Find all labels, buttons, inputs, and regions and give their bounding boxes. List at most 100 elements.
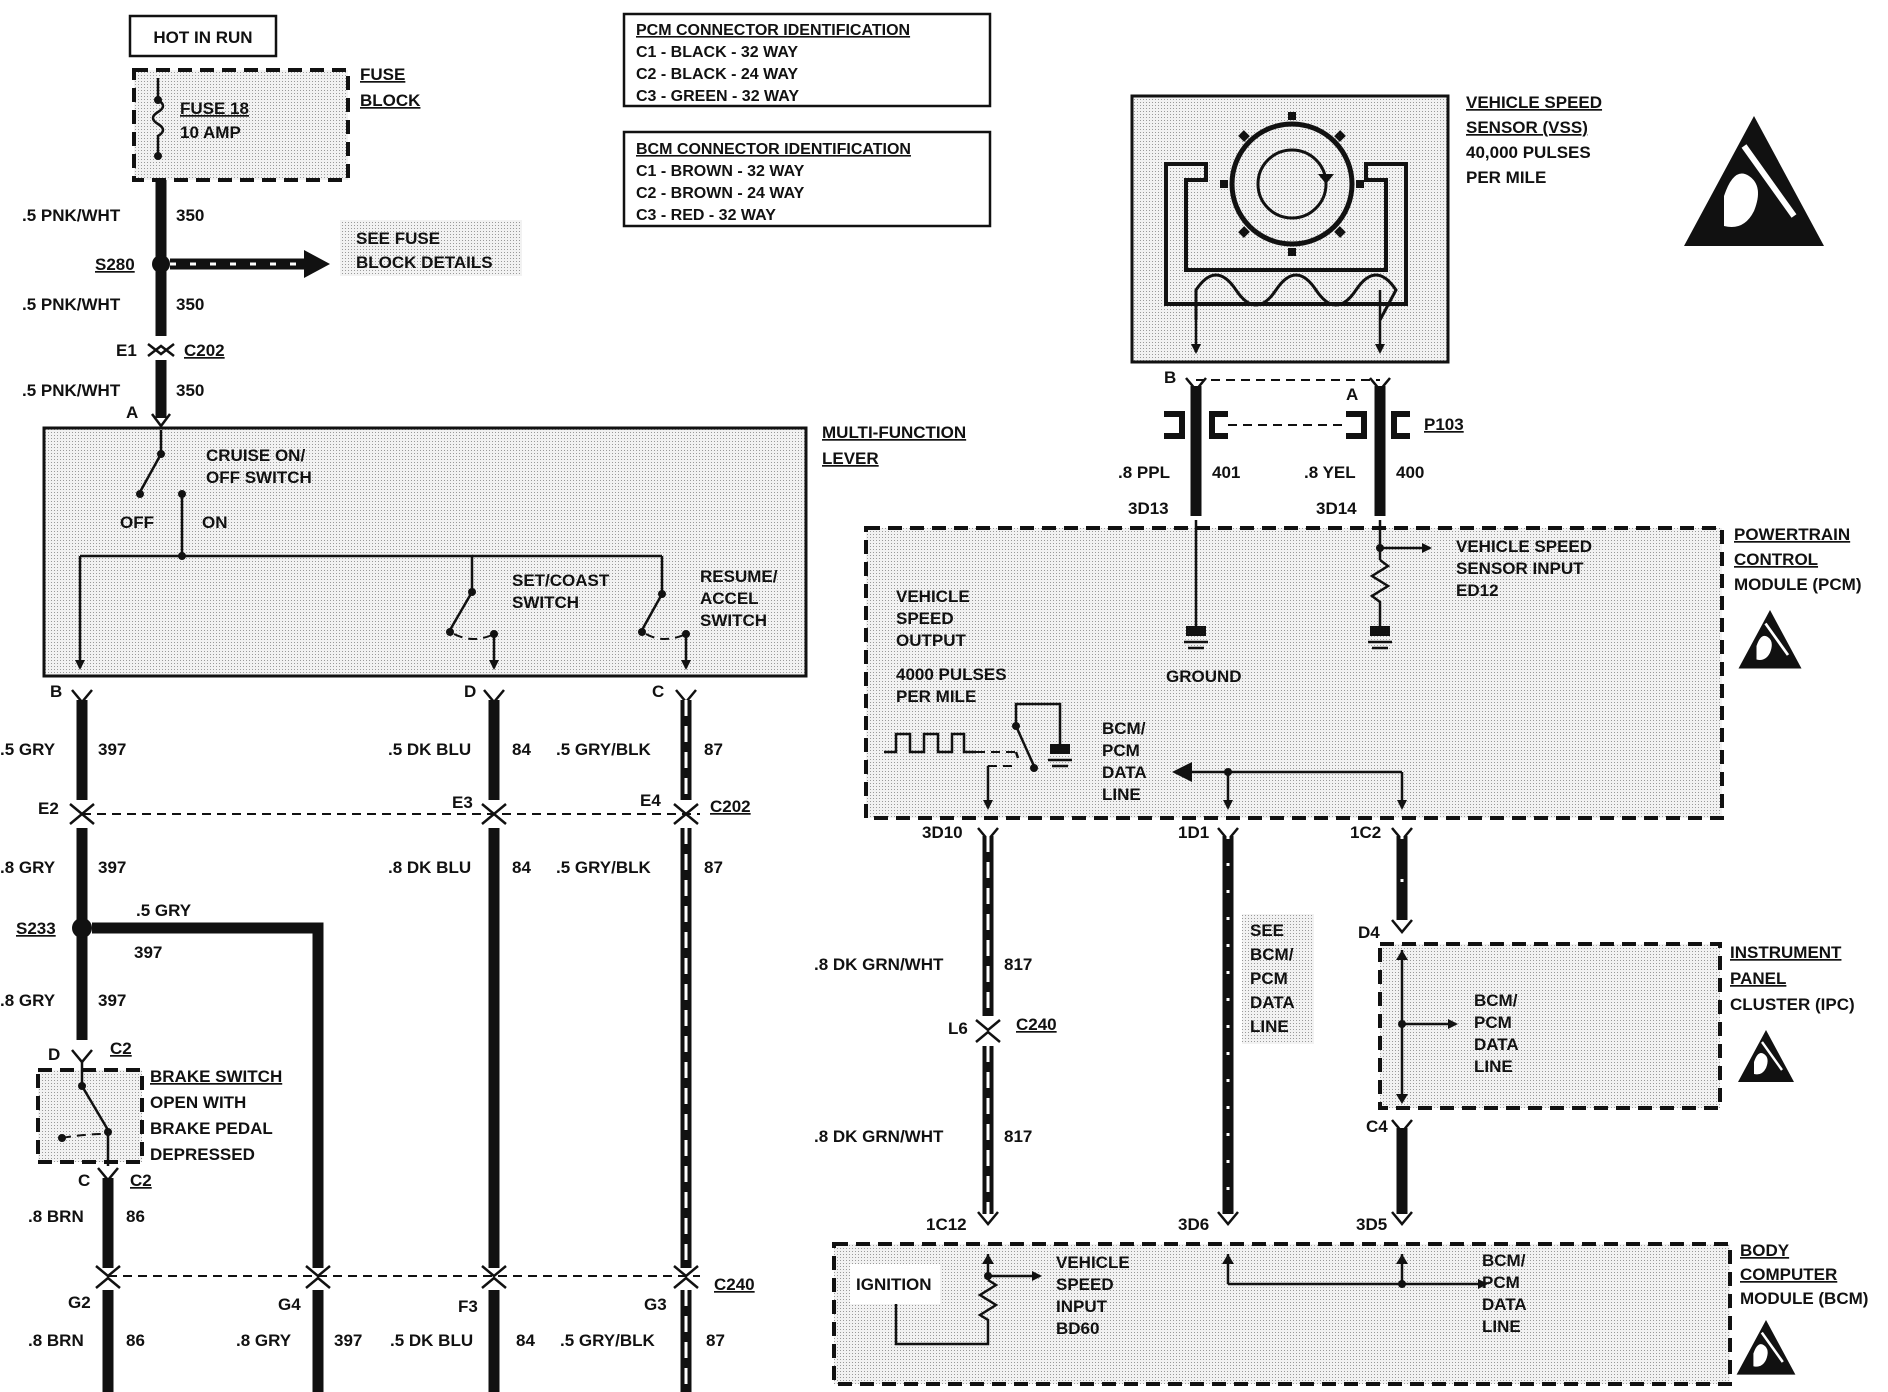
fuse-block-label-2: BLOCK [360,91,421,110]
brake-label-1: BRAKE SWITCH [150,1067,282,1086]
pcm-label-2: CONTROL [1734,550,1818,569]
s233-label: S233 [16,919,56,938]
pin-a-label: A [126,403,138,422]
wire-87-circ-1: 87 [704,740,723,759]
ipc-data-label-4: LINE [1474,1057,1513,1076]
wire-817-size-2: .8 DK GRN/WHT [814,1127,944,1146]
cruise-label-1: CRUISE ON/ [206,446,305,465]
e2-label: E2 [38,799,59,818]
wire-350-size-1: .5 PNK/WHT [22,206,121,225]
fuse-amp: 10 AMP [180,123,241,142]
wire-87-circ-2: 87 [704,858,723,877]
brake-pin-c: C [78,1171,90,1190]
pin-1d1: 1D1 [1178,823,1209,842]
pcm-id-2: C2 - BLACK - 24 WAY [636,66,798,83]
wire-397-circ-2: 397 [98,858,126,877]
see-data-3: PCM [1250,969,1288,988]
cruise-switch-blade [138,453,163,493]
see-data-4: DATA [1250,993,1295,1012]
resume-label-1: RESUME/ [700,567,778,586]
pcm-id-1: C1 - BLACK - 32 WAY [636,44,798,61]
c202-e1-connector [147,343,175,357]
brake-switch-box [36,1068,144,1164]
ipc-box [1378,942,1722,1110]
ipc-label-3: CLUSTER (IPC) [1730,995,1855,1014]
bcm-vss-resistor [977,1278,999,1330]
vss-pin-a: A [1346,385,1358,404]
pin-3d6: 3D6 [1178,1215,1209,1234]
wire-401-size: .8 PPL [1118,463,1170,482]
pin-c4: C4 [1366,1117,1388,1136]
wire-397-branch [92,922,324,1268]
c202-label-2: C202 [710,797,751,816]
wire-84-circ-1: 84 [512,740,531,759]
vso-switch-blade [1014,725,1036,767]
vso-label-5: PER MILE [896,687,976,706]
see-data-2: BCM/ [1250,945,1294,964]
bcm-label-1: BODY [1740,1241,1790,1260]
ipc-data-label-3: DATA [1474,1035,1519,1054]
pulse-waveform-icon [884,732,976,754]
wire-400-size: .8 YEL [1304,463,1356,482]
ipc-label-1: INSTRUMENT [1730,943,1842,962]
bcm-label-2: COMPUTER [1740,1265,1837,1284]
fuse-symbol [151,78,165,158]
fuse-block-box [132,68,350,182]
bcm-esd-icon [1735,1318,1797,1376]
wire-86-size-1: .8 BRN [28,1207,84,1226]
wire-86-circ-2: 86 [126,1331,145,1350]
s280-splice [152,255,170,273]
pcm-connector-id-box [622,12,992,108]
vso-label-3: OUTPUT [896,631,967,650]
hot-in-run-box [128,14,278,58]
pin-1c12: 1C12 [926,1215,967,1234]
resume-label-2: ACCEL [700,589,759,608]
vss-label-3: 40,000 PULSES [1466,143,1591,162]
wire-817-circ-2: 817 [1004,1127,1032,1146]
wire-84-circ-2: 84 [512,858,531,877]
g4-label: G4 [278,1295,301,1314]
see-fuse-2: BLOCK DETAILS [356,253,493,272]
e3-label: E3 [452,793,473,812]
vss-reluctor-icon [1229,121,1355,247]
bcm-connector-id-box [622,130,992,228]
pin-c-label: C [652,682,664,701]
bcm-id-2: C2 - BROWN - 24 WAY [636,185,805,202]
ignition-label: IGNITION [856,1275,932,1294]
vss-input-resistor [1369,559,1391,626]
pcm-data-label-3: DATA [1102,763,1147,782]
mfl-label-2: LEVER [822,449,879,468]
pcm-data-label-2: PCM [1102,741,1140,760]
brake-label-3: BRAKE PEDAL [150,1119,273,1138]
vsi-label-2: SPEED [1056,1275,1114,1294]
ground-label: GROUND [1166,667,1242,686]
branch-circ: 397 [134,943,162,962]
vss-coil-icon [1194,273,1398,321]
vso-label-1: VEHICLE [896,587,970,606]
pcm-data-label-4: LINE [1102,785,1141,804]
bcm-id-3: C3 - RED - 32 WAY [636,207,776,224]
branch-size: .5 GRY [136,901,192,920]
vss-box [1130,94,1450,364]
fuse-name: FUSE 18 [180,99,249,118]
bcm-data-label-1: BCM/ [1482,1251,1526,1270]
wire-401-circ: 401 [1212,463,1240,482]
off-label: OFF [120,513,154,532]
wire-87-circ-3: 87 [706,1331,725,1350]
wire-350-circ-2: 350 [176,295,204,314]
pin-d4: D4 [1358,923,1380,942]
bcm-data-label-2: PCM [1482,1273,1520,1292]
vss-label-2: SENSOR (VSS) [1466,118,1588,137]
s280-label: S280 [95,255,135,274]
pin-3d5: 3D5 [1356,1215,1387,1234]
c240-right-label: C240 [1016,1015,1057,1034]
ipc-label-2: PANEL [1730,969,1786,988]
s233-splice [72,918,92,938]
wire-350-circ-1: 350 [176,206,204,225]
wire-397-circ-4: 397 [334,1331,362,1350]
vss-pin-b: B [1164,368,1176,387]
wire-397-circ-1: 397 [98,740,126,759]
see-data-5: LINE [1250,1017,1289,1036]
e4-label: E4 [640,791,661,810]
